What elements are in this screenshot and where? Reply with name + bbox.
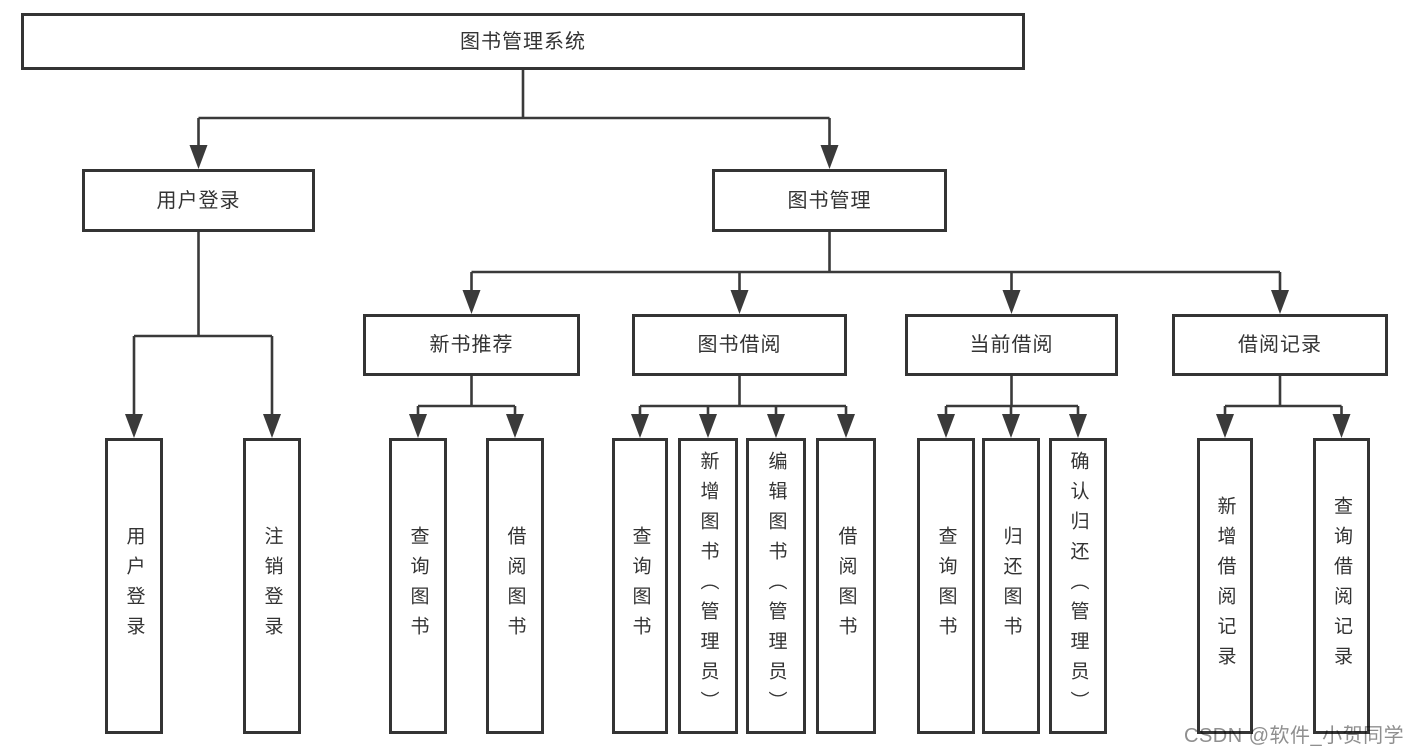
leaf-query-books-current: 查询图书: [917, 438, 975, 734]
leaf-query-books-borrow: 查询图书: [612, 438, 668, 734]
node-book-borrow: 图书借阅: [632, 314, 847, 376]
arrowhead-icons: [125, 145, 1351, 438]
node-label: 查询图书: [935, 526, 957, 646]
node-label: 确认归还（管理员）: [1067, 451, 1089, 721]
node-label: 注销登录: [261, 526, 283, 646]
leaf-user-login: 用户登录: [105, 438, 163, 734]
node-label: 新增借阅记录: [1214, 496, 1236, 676]
node-new-book-recommend: 新书推荐: [363, 314, 580, 376]
node-book-management-module: 图书管理: [712, 169, 947, 232]
node-label: 图书管理系统: [460, 30, 586, 53]
node-root-system: 图书管理系统: [21, 13, 1025, 70]
node-current-borrow: 当前借阅: [905, 314, 1118, 376]
csdn-watermark: CSDN @软件_小贺同学: [1184, 725, 1405, 747]
node-label: 借阅图书: [835, 526, 857, 646]
node-label: 借阅记录: [1238, 334, 1322, 356]
leaf-edit-books-admin: 编辑图书（管理员）: [746, 438, 806, 734]
node-label: 查询图书: [629, 526, 651, 646]
leaf-return-books: 归还图书: [982, 438, 1040, 734]
leaf-borrow-books: 借阅图书: [816, 438, 876, 734]
node-label: 查询图书: [407, 526, 429, 646]
node-label: 借阅图书: [504, 526, 526, 646]
node-label: 用户登录: [156, 189, 241, 212]
node-label: 新书推荐: [429, 334, 514, 356]
node-label: 编辑图书（管理员）: [765, 451, 787, 721]
node-label: 查询借阅记录: [1331, 496, 1352, 676]
leaf-query-borrow-record: 查询借阅记录: [1313, 438, 1370, 734]
node-user-login-module: 用户登录: [82, 169, 315, 232]
node-label: 图书借阅: [697, 334, 782, 356]
node-label: 新增图书（管理员）: [697, 451, 719, 721]
node-label: 用户登录: [123, 526, 145, 646]
leaf-add-books-admin: 新增图书（管理员）: [678, 438, 738, 734]
node-label: 归还图书: [1000, 526, 1022, 646]
leaf-borrow-books-recommend: 借阅图书: [486, 438, 544, 734]
node-borrow-records: 借阅记录: [1172, 314, 1388, 376]
leaf-query-books-recommend: 查询图书: [389, 438, 447, 734]
leaf-add-borrow-record: 新增借阅记录: [1197, 438, 1253, 734]
leaf-logout: 注销登录: [243, 438, 301, 734]
node-label: 图书管理: [787, 189, 872, 212]
node-label: 当前借阅: [969, 334, 1054, 356]
leaf-confirm-return-admin: 确认归还（管理员）: [1049, 438, 1107, 734]
